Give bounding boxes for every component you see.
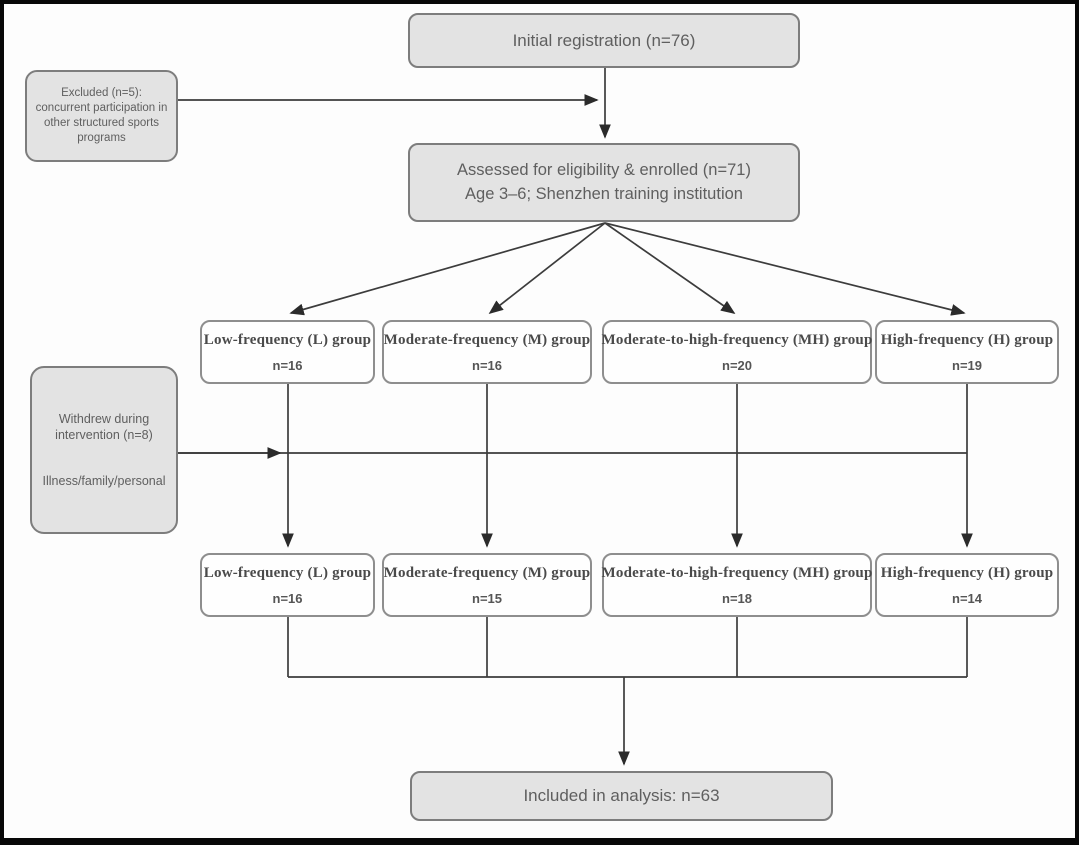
completed-moderate-high-frequency-box: Moderate-to-high-frequency (MH) group n=… (602, 553, 872, 617)
allocated-moderate-frequency-title: Moderate-frequency (M) group (383, 332, 591, 348)
allocated-moderate-high-frequency-n: n=20 (722, 358, 752, 373)
arrow-assessed-to-group2 (488, 222, 606, 315)
allocated-high-frequency-n: n=19 (952, 358, 982, 373)
assessed-eligibility-box: Assessed for eligibility & enrolled (n=7… (408, 143, 800, 222)
completed-moderate-high-frequency-title: Moderate-to-high-frequency (MH) group (601, 565, 873, 581)
assessed-line-1: Assessed for eligibility & enrolled (n=7… (457, 160, 751, 179)
completed-moderate-frequency-n: n=15 (472, 591, 502, 606)
arrow-assessed-to-group1 (289, 222, 606, 316)
completed-low-frequency-title: Low-frequency (L) group (203, 565, 372, 581)
completed-low-frequency-box: Low-frequency (L) group n=16 (200, 553, 375, 617)
allocated-moderate-frequency-n: n=16 (472, 358, 502, 373)
excluded-line-3: other structured sports (43, 117, 160, 129)
allocated-low-frequency-box: Low-frequency (L) group n=16 (200, 320, 375, 384)
included-analysis-label: Included in analysis: n=63 (523, 786, 720, 805)
initial-registration-box: Initial registration (n=76) (408, 13, 800, 68)
withdrew-detail: Illness/family/personal (42, 474, 166, 489)
completed-high-frequency-box: High-frequency (H) group n=14 (875, 553, 1059, 617)
completed-moderate-high-frequency-n: n=18 (722, 591, 752, 606)
completed-moderate-frequency-title: Moderate-frequency (M) group (383, 565, 591, 581)
allocated-high-frequency-box: High-frequency (H) group n=19 (875, 320, 1059, 384)
excluded-line-2: concurrent participation in (35, 102, 168, 115)
arrow-assessed-to-group3 (604, 222, 736, 314)
allocated-high-frequency-title: High-frequency (H) group (880, 332, 1054, 348)
allocated-low-frequency-title: Low-frequency (L) group (203, 332, 372, 348)
completed-moderate-frequency-box: Moderate-frequency (M) group n=15 (382, 553, 592, 617)
arrow-assessed-to-group4 (604, 222, 966, 316)
allocated-moderate-frequency-box: Moderate-frequency (M) group n=16 (382, 320, 592, 384)
excluded-box: Excluded (n=5): concurrent participation… (25, 70, 178, 162)
allocated-low-frequency-n: n=16 (272, 358, 303, 373)
initial-registration-label: Initial registration (n=76) (512, 30, 696, 50)
allocated-moderate-high-frequency-title: Moderate-to-high-frequency (MH) group (601, 332, 873, 348)
excluded-line-1: Excluded (n=5): (61, 87, 142, 100)
completed-high-frequency-title: High-frequency (H) group (880, 565, 1054, 581)
withdrew-box: Withdrew during intervention (n=8) Illne… (30, 366, 178, 534)
withdrew-title: Withdrew during intervention (n=8) (55, 411, 153, 442)
assessed-line-2: Age 3–6; Shenzhen training institution (465, 184, 743, 203)
allocated-moderate-high-frequency-box: Moderate-to-high-frequency (MH) group n=… (602, 320, 872, 384)
completed-low-frequency-n: n=16 (272, 591, 303, 606)
included-analysis-box: Included in analysis: n=63 (410, 771, 833, 821)
excluded-line-4: programs (77, 131, 126, 144)
completed-high-frequency-n: n=14 (952, 591, 982, 606)
